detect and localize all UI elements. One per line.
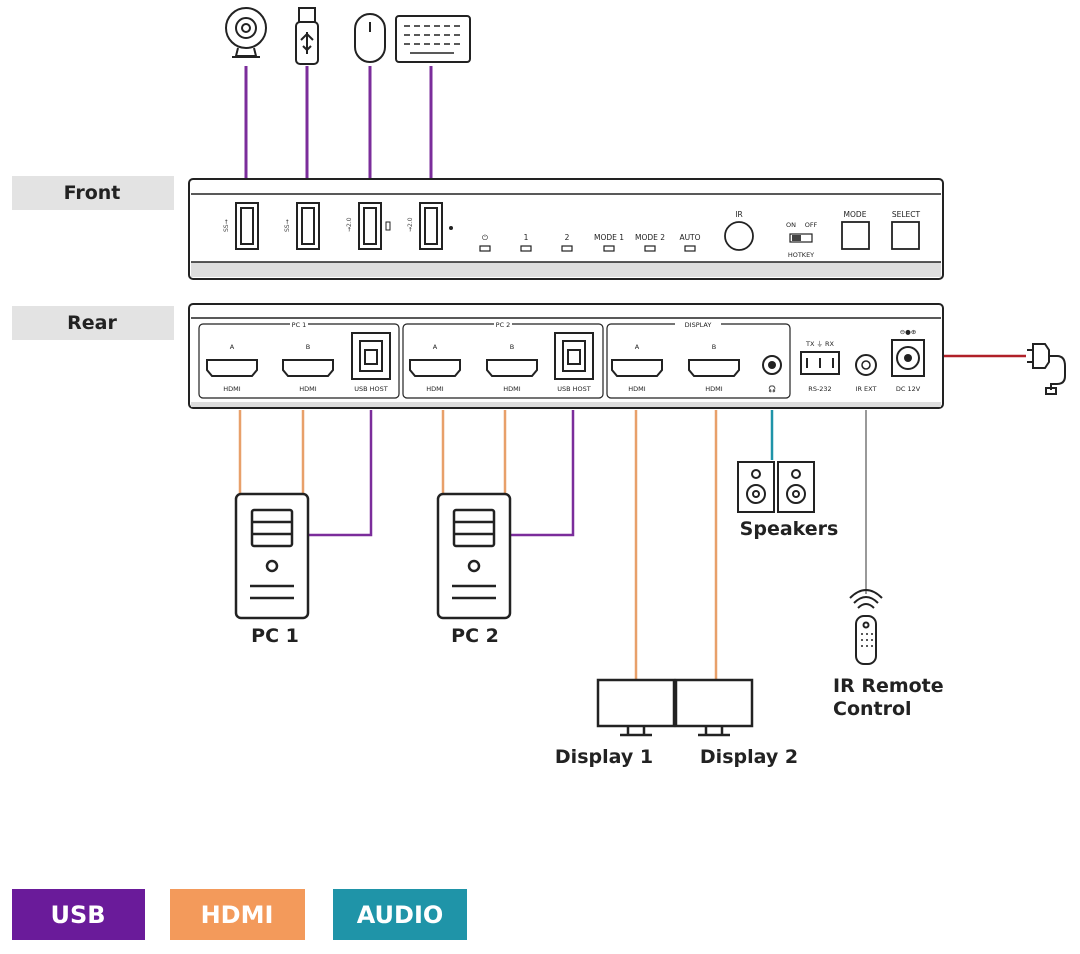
svg-text:⇝2.0: ⇝2.0 <box>346 217 353 232</box>
ir-sensor-label: IR <box>735 210 742 219</box>
group-pc2-label: PC 2 <box>496 321 511 329</box>
display-a-label: A <box>635 343 640 351</box>
pc2-hdmi-a: HDMI <box>426 385 444 393</box>
indicator-power-label: ⏻ <box>482 233 489 242</box>
front-usb-ports <box>235 202 443 250</box>
front-indicators: ⏻ 1 2 MODE 1 MODE 2 AUTO <box>479 233 701 252</box>
pc1-usb-host-label: USB HOST <box>354 385 388 393</box>
svg-text:SS⇝: SS⇝ <box>284 219 291 232</box>
pc1-hdmi-b: HDMI <box>299 385 317 393</box>
display2-label: Display 2 <box>700 746 798 768</box>
rear-label: Rear <box>67 312 117 334</box>
usb-host-cables <box>308 410 575 537</box>
pc1-b-label: B <box>306 343 310 351</box>
ir-remote-label-line2: Control <box>833 698 912 720</box>
usb-cables-front <box>244 66 433 178</box>
display1-label: Display 1 <box>555 746 653 768</box>
rs232-pins-label: TX ⏚ RX <box>805 340 835 348</box>
indicator-2-label: 2 <box>565 233 570 242</box>
indicator-mode1-label: MODE 1 <box>594 233 624 242</box>
pc2-hdmi-b: HDMI <box>503 385 521 393</box>
legend-usb-label: USB <box>50 901 105 929</box>
speaker-icon <box>737 461 815 513</box>
rs232-label: RS-232 <box>808 385 831 393</box>
svg-text:SS⇝: SS⇝ <box>223 219 230 232</box>
select-button-label: SELECT <box>892 210 921 219</box>
monitor-icon <box>596 678 676 737</box>
hotkey-label: HOTKEY <box>788 251 814 259</box>
hotkey-off-label: OFF <box>805 221 818 229</box>
legend-hdmi-label: HDMI <box>201 901 274 929</box>
display-hdmi-b: HDMI <box>705 385 723 393</box>
usb-port-symbols: SS⇝ SS⇝ ⇝2.0 ⇝2.0 <box>223 217 414 232</box>
pc2-usb-host-label: USB HOST <box>557 385 591 393</box>
headphone-icon: 🎧 <box>768 385 776 393</box>
mouse-icon <box>354 13 386 63</box>
keyboard-icon <box>395 15 471 63</box>
monitor-icon <box>674 678 754 737</box>
legend-audio-swatch <box>333 889 467 940</box>
pc1-label: PC 1 <box>251 625 299 647</box>
ir-ext-label: IR EXT <box>856 385 877 393</box>
hotkey-on-label: ON <box>786 221 796 229</box>
display-hdmi-a: HDMI <box>628 385 646 393</box>
mode-button-label: MODE <box>844 210 867 219</box>
webcam-icon <box>225 7 267 58</box>
pc2-a-label: A <box>433 343 438 351</box>
group-pc1-label: PC 1 <box>292 321 307 329</box>
legend-audio-label: AUDIO <box>357 901 444 929</box>
front-label-box <box>12 176 174 210</box>
speakers-label: Speakers <box>740 518 839 540</box>
pc-tower-icon <box>234 492 310 620</box>
front-label: Front <box>64 182 121 204</box>
rear-label-box <box>12 306 174 340</box>
mode-button[interactable] <box>841 221 870 250</box>
dc-polarity-icon: ⊖●⊕ <box>900 328 917 336</box>
usb-drive-icon <box>295 7 319 65</box>
pc2-b-label: B <box>510 343 514 351</box>
remote-icon <box>849 589 883 665</box>
ir-sensor <box>724 221 754 251</box>
legend-usb-swatch <box>12 889 145 940</box>
rear-hdmi-labels: A B A B A B HDMI HDMI HDMI HDMI HDMI HDM… <box>223 343 723 393</box>
group-display-label: DISPLAY <box>685 321 712 329</box>
pc-tower-icon <box>436 492 512 620</box>
legend: USB HDMI AUDIO <box>12 889 467 940</box>
hdmi-cables <box>238 410 718 680</box>
legend-hdmi-swatch <box>170 889 305 940</box>
ir-remote-label-line1: IR Remote <box>833 675 944 697</box>
select-button[interactable] <box>891 221 920 250</box>
pc1-a-label: A <box>230 343 235 351</box>
indicator-auto-label: AUTO <box>679 233 700 242</box>
rear-hdmi-ports <box>206 359 740 377</box>
power-adapter-icon <box>1027 343 1066 395</box>
svg-text:⇝2.0: ⇝2.0 <box>407 217 414 232</box>
display-b-label: B <box>712 343 716 351</box>
pc2-label: PC 2 <box>451 625 499 647</box>
indicator-mode2-label: MODE 2 <box>635 233 665 242</box>
rear-usb-host-ports <box>351 332 594 380</box>
pc1-hdmi-a: HDMI <box>223 385 241 393</box>
indicator-1-label: 1 <box>524 233 529 242</box>
dc-label: DC 12V <box>896 385 921 393</box>
